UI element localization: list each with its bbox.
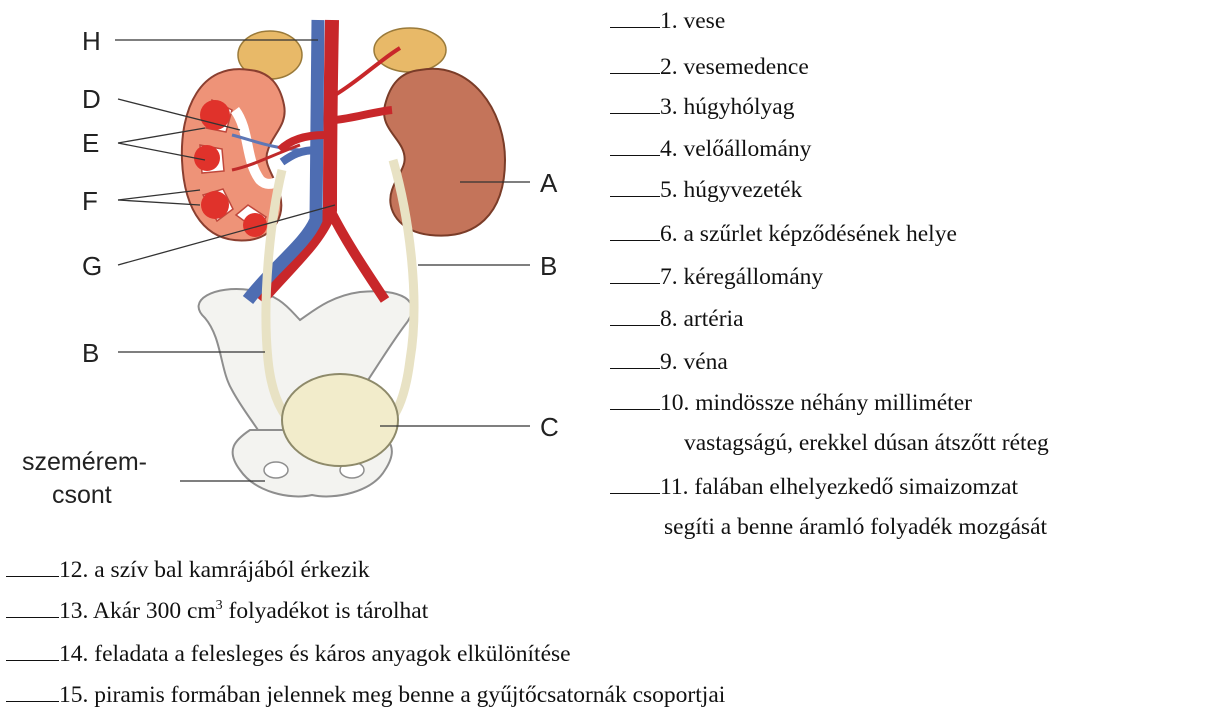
list-item-continuation: segíti a benne áramló folyadék mozgását: [664, 513, 1047, 542]
answer-blank[interactable]: [6, 555, 59, 577]
list-item: 4. velőállomány: [610, 134, 811, 164]
answer-blank[interactable]: [6, 680, 59, 702]
list-item: 2. vesemedence: [610, 52, 809, 82]
list-item: 15. piramis formában jelennek meg benne …: [6, 680, 725, 710]
answer-blank[interactable]: [610, 52, 660, 74]
list-item: 12. a szív bal kamrájából érkezik: [6, 555, 370, 585]
label-B-left: B: [82, 338, 99, 368]
list-item: 10. mindössze néhány milliméter: [610, 388, 972, 418]
list-item: 1. vese: [610, 6, 725, 36]
list-item: 6. a szűrlet képződésének helye: [610, 219, 957, 249]
answer-blank[interactable]: [610, 472, 660, 494]
answer-blank[interactable]: [610, 219, 660, 241]
answer-blank[interactable]: [6, 639, 59, 661]
list-item: 5. húgyvezeték: [610, 175, 802, 205]
answer-blank[interactable]: [610, 347, 660, 369]
label-D: D: [82, 84, 101, 114]
label-B-right: B: [540, 251, 557, 281]
left-kidney-section: [182, 69, 300, 240]
answer-blank[interactable]: [6, 596, 59, 618]
answer-blank[interactable]: [610, 6, 660, 28]
list-item: 3. húgyhólyag: [610, 92, 794, 122]
right-adrenal-gland: [374, 28, 446, 72]
label-G: G: [82, 251, 102, 281]
list-item-continuation: vastagságú, erekkel dúsan átszőtt réteg: [684, 429, 1049, 458]
label-pubic-bone-line1: szemérem-: [22, 448, 147, 476]
list-item: 8. artéria: [610, 304, 744, 334]
bladder: [282, 374, 398, 466]
list-item: 13. Akár 300 cm3 folyadékot is tárolhat: [6, 596, 428, 626]
list-item: 7. kéregállomány: [610, 262, 823, 292]
answer-blank[interactable]: [610, 175, 660, 197]
list-item: 9. véna: [610, 347, 728, 377]
list-item: 11. falában elhelyezkedő simaizomzat: [610, 472, 1018, 502]
list-item: 14. feladata a felesleges és káros anyag…: [6, 639, 571, 669]
label-pubic-bone-line2: csont: [52, 481, 112, 509]
urinary-system-figure: H D E F G A B B C szemérem- csont: [0, 0, 600, 540]
label-A: A: [540, 168, 558, 198]
label-H: H: [82, 26, 101, 56]
label-F: F: [82, 186, 98, 216]
label-C: C: [540, 412, 559, 442]
answer-blank[interactable]: [610, 388, 660, 410]
answer-blank[interactable]: [610, 92, 660, 114]
answer-blank[interactable]: [610, 134, 660, 156]
label-E: E: [82, 128, 99, 158]
answer-blank[interactable]: [610, 262, 660, 284]
answer-blank[interactable]: [610, 304, 660, 326]
